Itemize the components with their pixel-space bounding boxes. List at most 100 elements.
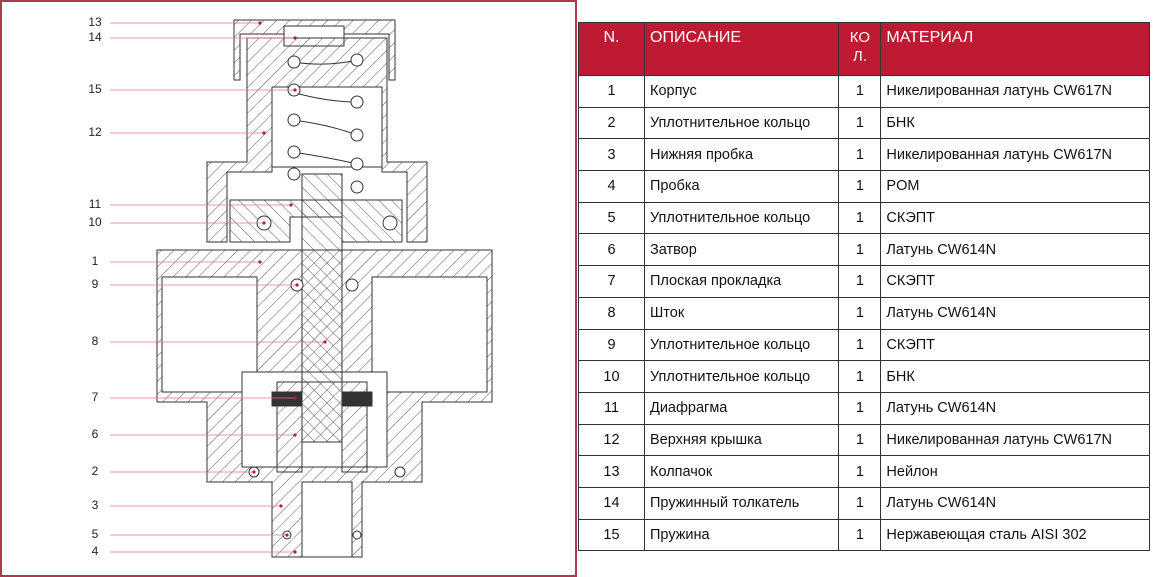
leader-dot <box>279 504 283 508</box>
cell-material: СКЭПТ <box>880 201 1150 235</box>
cell-quantity: 1 <box>838 233 882 267</box>
leader-dot <box>293 550 297 554</box>
leader-dot <box>289 203 293 207</box>
cell-quantity: 1 <box>838 170 882 203</box>
cell-description: Пружина <box>643 518 840 552</box>
cell-quantity: 1 <box>838 328 882 362</box>
cell-description: Нижняя пробка <box>643 138 840 172</box>
leader-dot <box>293 88 297 92</box>
cell-number: 3 <box>578 138 645 172</box>
callout-number: 5 <box>91 527 99 541</box>
leader-dot <box>293 433 297 437</box>
leader-dot <box>285 533 289 537</box>
cell-description: Уплотнительное кольцо <box>643 360 840 393</box>
leader-dot <box>293 396 297 400</box>
cell-quantity: 1 <box>838 296 882 330</box>
cell-description: Пробка <box>643 170 840 203</box>
callout-number: 1 <box>91 254 99 268</box>
cell-number: 11 <box>578 391 645 425</box>
cell-quantity: 1 <box>838 486 882 520</box>
cell-material: СКЭПТ <box>880 265 1150 298</box>
cell-material: POM <box>880 170 1150 203</box>
cell-description: Затвор <box>643 233 840 267</box>
cell-quantity: 1 <box>838 265 882 298</box>
callout-number: 9 <box>91 277 99 291</box>
callout-number: 12 <box>88 125 102 139</box>
table-header-row: N. ОПИСАНИЕ КО Л. МАТЕРИАЛ <box>578 22 1150 76</box>
callout-number: 10 <box>88 215 102 229</box>
cell-description: Уплотнительное кольцо <box>643 106 840 140</box>
cell-description: Плоская прокладка <box>643 265 840 298</box>
cell-material: Нержавеющая сталь AISI 302 <box>880 518 1150 552</box>
header-number: N. <box>578 22 645 76</box>
callout-number: 7 <box>91 390 99 404</box>
cell-number: 2 <box>578 106 645 140</box>
callout-number: 15 <box>88 82 102 96</box>
callout-leaders <box>110 21 327 554</box>
callout-number: 4 <box>91 544 99 558</box>
cell-quantity: 1 <box>838 75 882 108</box>
leader-dot <box>262 221 266 225</box>
cell-number: 10 <box>578 360 645 393</box>
cell-description: Корпус <box>643 75 840 108</box>
cell-number: 9 <box>578 328 645 362</box>
cell-quantity: 1 <box>838 201 882 235</box>
cell-description: Пружинный толкатель <box>643 486 840 520</box>
cell-quantity: 1 <box>838 423 882 457</box>
callout-number: 2 <box>91 464 99 478</box>
cell-material: Латунь CW614N <box>880 296 1150 330</box>
leader-dot <box>252 470 256 474</box>
cell-number: 15 <box>578 518 645 552</box>
leader-dot <box>323 340 327 344</box>
cell-material: Нейлон <box>880 455 1150 488</box>
cell-description: Шток <box>643 296 840 330</box>
cell-description: Верхняя крышка <box>643 423 840 457</box>
leader-dot <box>258 21 262 25</box>
callout-number: 8 <box>91 334 99 348</box>
header-material: МАТЕРИАЛ <box>880 22 1150 76</box>
cell-description: Уплотнительное кольцо <box>643 201 840 235</box>
leader-dot <box>258 260 262 264</box>
cell-number: 6 <box>578 233 645 267</box>
cell-description: Диафрагма <box>643 391 840 425</box>
cell-material: Никелированная латунь CW617N <box>880 423 1150 457</box>
cell-number: 5 <box>578 201 645 235</box>
cell-number: 14 <box>578 486 645 520</box>
cell-description: Колпачок <box>643 455 840 488</box>
cell-material: Латунь CW614N <box>880 486 1150 520</box>
cell-quantity: 1 <box>838 518 882 552</box>
callout-number: 11 <box>88 197 102 211</box>
cell-material: Латунь CW614N <box>880 391 1150 425</box>
cell-quantity: 1 <box>838 391 882 425</box>
cell-number: 12 <box>578 423 645 457</box>
callout-number: 14 <box>88 30 102 44</box>
cell-material: БНК <box>880 106 1150 140</box>
valve-body <box>156 19 493 558</box>
cell-material: СКЭПТ <box>880 328 1150 362</box>
cell-number: 13 <box>578 455 645 488</box>
leader-dot <box>293 36 297 40</box>
cell-material: БНК <box>880 360 1150 393</box>
cell-material: Никелированная латунь CW617N <box>880 75 1150 108</box>
cell-number: 4 <box>578 170 645 203</box>
valve-drawing-svg <box>110 19 493 558</box>
cell-quantity: 1 <box>838 106 882 140</box>
cell-number: 1 <box>578 75 645 108</box>
leader-dot <box>295 283 299 287</box>
callout-number: 13 <box>88 15 102 29</box>
